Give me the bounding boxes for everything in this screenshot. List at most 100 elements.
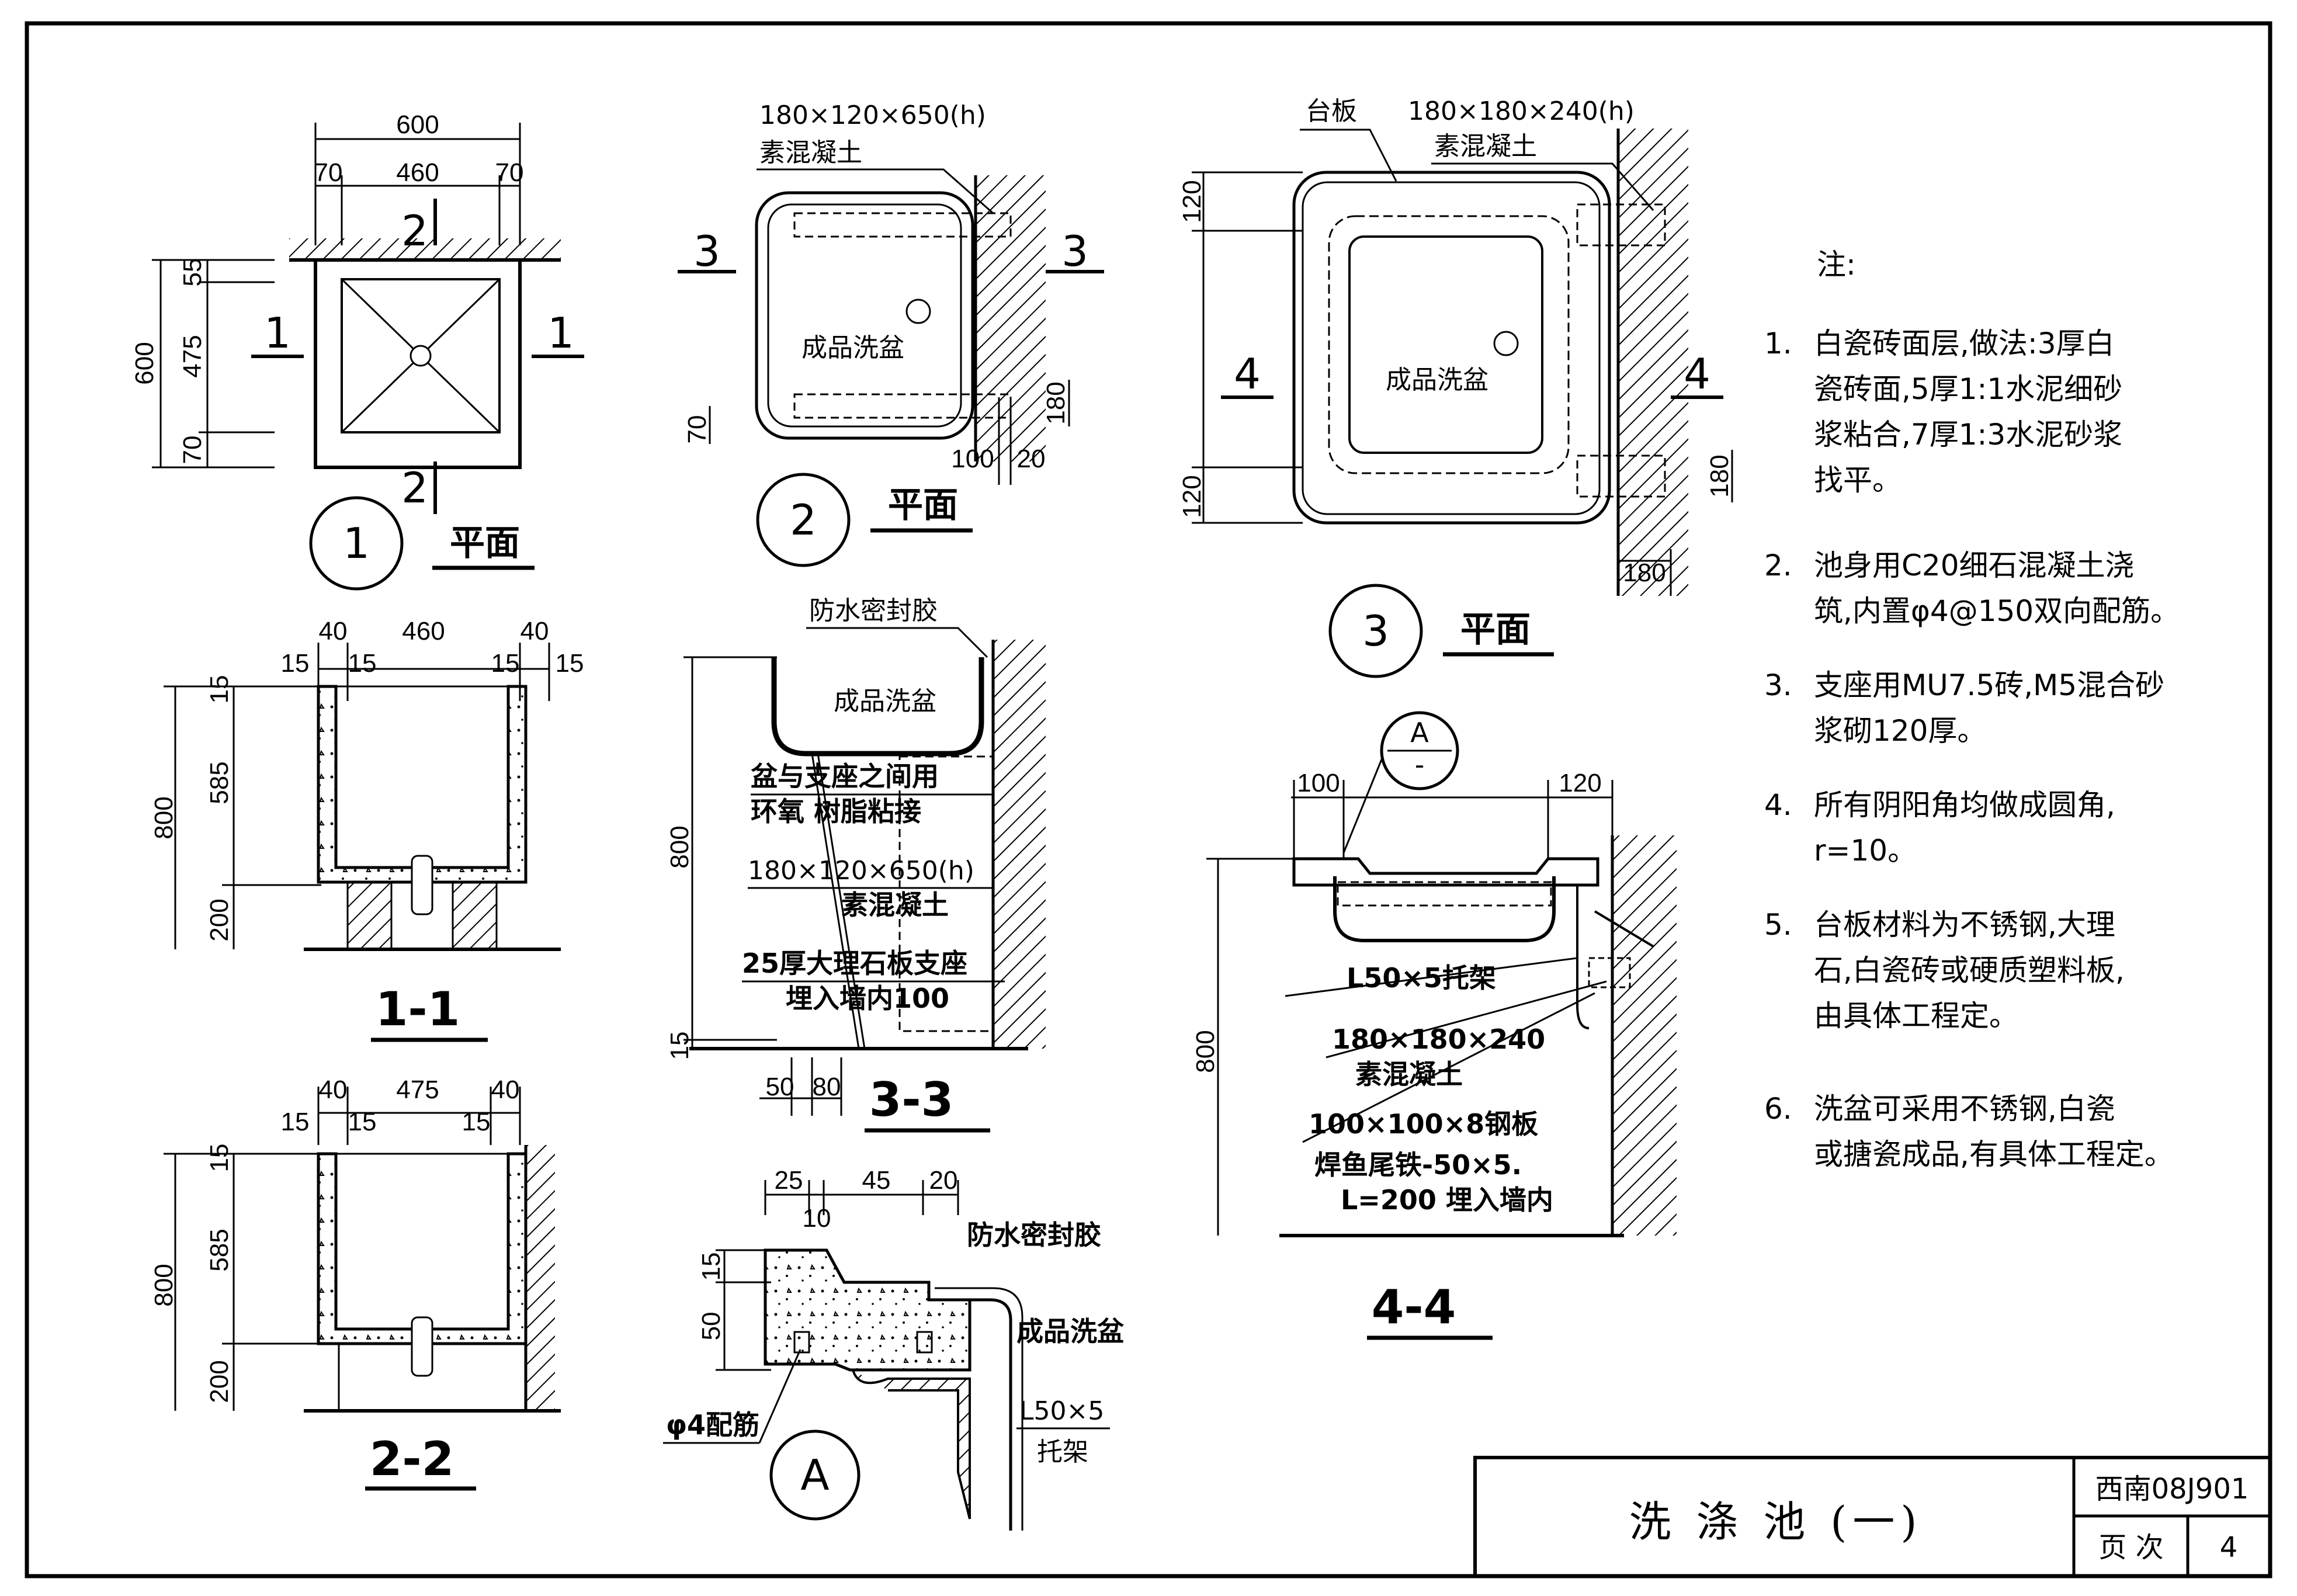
sec33-sealant: 防水密封胶 [809,596,938,626]
svg-text:120: 120 [1178,475,1206,518]
detailA-rebar: φ4配筋 [666,1409,759,1441]
svg-text:100: 100 [1297,769,1340,797]
section-3-3: 防水密封胶 成品洗盆 盆与支座之间用 环氧 树脂粘接 180×120×650(h… [665,596,1046,1133]
sec33-spec: 180×120×650(h) [748,856,974,886]
svg-text:3: 3 [1362,606,1389,655]
plan1-dim-v70: 70 [178,436,207,464]
sec33-mat: 素混凝土 [841,889,949,921]
sec44-plate: 100×100×8钢板 [1309,1108,1538,1140]
svg-text:1: 1 [547,308,574,358]
note-line: 筑,内置φ4@150双向配筋。 [1814,594,2180,628]
svg-text:2: 2 [401,463,428,512]
svg-text:1: 1 [343,519,370,568]
sec33-note1a: 盆与支座之间用 [751,761,939,792]
svg-text:70: 70 [683,415,712,444]
sec44-embed: L=200 埋入墙内 [1341,1184,1553,1216]
svg-text:40: 40 [521,617,549,646]
sec44-tail: 焊鱼尾铁-50×5. [1314,1149,1522,1181]
note-line: 浆粘合,7厚1:3水泥砂浆 [1814,418,2122,452]
svg-text:40: 40 [319,1075,348,1104]
section-2-2: 40 475 40 15 15 15 800 15 585 200 2-2 [150,1075,561,1491]
sec44-spec: 180×180×240 [1332,1023,1545,1055]
svg-text:475: 475 [396,1075,439,1104]
svg-text:460: 460 [402,617,445,646]
detailA-index-circle [769,1430,860,1521]
svg-text:40: 40 [491,1075,520,1104]
detailA-angle: L50×5 [1019,1396,1104,1426]
svg-text:15: 15 [665,1032,694,1060]
svg-text:120: 120 [1178,180,1206,223]
plan1-dim-70-left: 70 [314,158,343,187]
svg-text:10: 10 [803,1204,831,1233]
plan1-dim-460: 460 [396,158,439,187]
svg-text:180: 180 [1042,381,1070,424]
plan3-mat: 素混凝土 [1434,131,1537,161]
svg-text:15: 15 [348,649,377,678]
plan2-spec: 180×120×650(h) [759,100,986,130]
sec33-slab2: 埋入墙内100 [786,983,949,1014]
plan-3: 台板 180×180×240(h) 素混凝土 成品洗盆 4 4 120 120 … [1178,96,1734,678]
plan2-basin: 成品洗盆 [801,333,904,363]
page-label: 页 次 [2098,1531,2163,1564]
note-line: 台板材料为不锈钢,大理 [1814,908,2115,942]
plan3-title: 平面 [1460,609,1531,650]
svg-text:3: 3 [693,227,720,276]
svg-text:45: 45 [862,1166,891,1195]
notes: 注: 1.白瓷砖面层,做法:3厚白瓷砖面,5厚1:1水泥细砂浆粘合,7厚1:3水… [1764,248,2180,1171]
plan-2: 180×120×650(h) 素混凝土 成品洗盆 3 3 70 180 100 … [678,100,1104,567]
sec33-basin: 成品洗盆 [834,686,936,716]
svg-text:15: 15 [281,649,310,678]
svg-text:800: 800 [665,825,694,868]
note-line: 所有阴阳角均做成圆角, [1814,788,2115,822]
note-line: 洗盆可采用不锈钢,白瓷 [1814,1092,2115,1126]
note-number: 1. [1764,327,1792,360]
sec33-note1b: 环氧 树脂粘接 [751,796,921,827]
plan1-dim-v475: 475 [178,335,207,377]
sec44-mat: 素混凝土 [1355,1059,1463,1090]
plan1-dim-v55: 55 [178,258,207,287]
detailA-sealant: 防水密封胶 [967,1219,1101,1251]
sec22-title: 2-2 [370,1432,454,1486]
note-number: 2. [1764,549,1792,582]
note-number: 6. [1764,1092,1792,1126]
svg-text:15: 15 [462,1108,491,1136]
svg-text:800: 800 [150,1264,178,1306]
svg-text:A: A [1410,717,1429,748]
section-4-4: A - 100 120 800 L50×5托架 180×180×240 素混凝土… [1191,711,1677,1340]
plan1-dim-v600: 600 [130,342,159,384]
sec44-title: 4-4 [1372,1280,1456,1334]
atlas-code: 西南08J901 [2095,1473,2249,1505]
note-number: 3. [1764,668,1792,702]
svg-text:-: - [1415,749,1425,780]
plan1-dim-600: 600 [396,110,439,139]
svg-text:A: A [800,1451,829,1500]
svg-text:15: 15 [556,649,584,678]
note-line: r=10。 [1814,834,1917,868]
plan3-board: 台板 [1306,96,1357,126]
plan1-dim-70-right: 70 [495,158,524,187]
svg-text:40: 40 [319,617,348,646]
svg-text:585: 585 [205,761,234,804]
svg-text:2: 2 [401,206,428,255]
svg-text:800: 800 [150,796,178,839]
svg-text:800: 800 [1191,1030,1220,1073]
sheet-border [25,21,2272,1578]
detail-a: 25 45 20 10 15 50 防水密封胶 成品洗盆 φ4配筋 L50×5 … [663,1166,1124,1531]
plan2-title: 平面 [888,485,958,526]
drawing-title: 洗 涤 池 (一) [1629,1497,1923,1546]
svg-text:180: 180 [1705,454,1734,497]
svg-text:25: 25 [775,1166,803,1195]
plan3-basin: 成品洗盆 [1386,365,1488,395]
svg-text:15: 15 [205,675,234,704]
page-number: 4 [2220,1531,2238,1564]
note-line: 或搪瓷成品,有具体工程定。 [1814,1137,2174,1171]
svg-text:50: 50 [697,1312,726,1341]
svg-text:15: 15 [205,1144,234,1172]
svg-text:15: 15 [697,1252,726,1281]
plan3-index-circle [1328,584,1423,678]
svg-text:180: 180 [1623,558,1666,587]
title-block: 洗 涤 池 (一) 西南08J901 页 次 4 [1473,1456,2272,1578]
plan3-spec: 180×180×240(h) [1408,96,1635,126]
svg-text:200: 200 [205,898,234,941]
